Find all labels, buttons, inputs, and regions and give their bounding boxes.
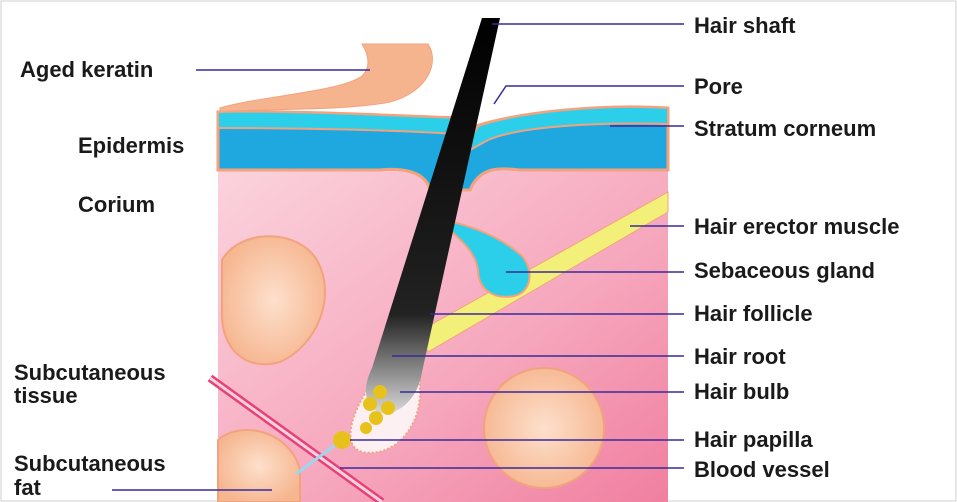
- label-subcutaneous-fat-line2: fat: [14, 477, 41, 499]
- label-epidermis: Epidermis: [78, 135, 184, 157]
- label-pore: Pore: [694, 76, 743, 98]
- label-hair-shaft: Hair shaft: [694, 15, 795, 37]
- label-hair-bulb: Hair bulb: [694, 381, 789, 403]
- label-corium: Corium: [78, 194, 155, 216]
- label-hair-follicle: Hair follicle: [694, 303, 813, 325]
- label-sebaceous-gland: Sebaceous gland: [694, 260, 875, 282]
- label-subcutaneous-tissue-line2: tissue: [14, 385, 78, 407]
- leader-pore: [494, 86, 684, 104]
- label-blood-vessel: Blood vessel: [694, 459, 830, 481]
- label-subcutaneous-fat-line1: Subcutaneous: [14, 453, 166, 475]
- hair-papilla: [333, 431, 351, 449]
- label-subcutaneous-tissue-line1: Subcutaneous: [14, 362, 166, 384]
- label-hair-root: Hair root: [694, 346, 786, 368]
- label-stratum-corneum: Stratum corneum: [694, 118, 876, 140]
- label-hair-papilla: Hair papilla: [694, 429, 813, 451]
- label-aged-keratin: Aged keratin: [20, 59, 153, 81]
- aged-keratin-flake: [220, 44, 432, 112]
- label-hair-erector-muscle: Hair erector muscle: [694, 216, 899, 238]
- fat-cell-lower-right: [484, 368, 604, 488]
